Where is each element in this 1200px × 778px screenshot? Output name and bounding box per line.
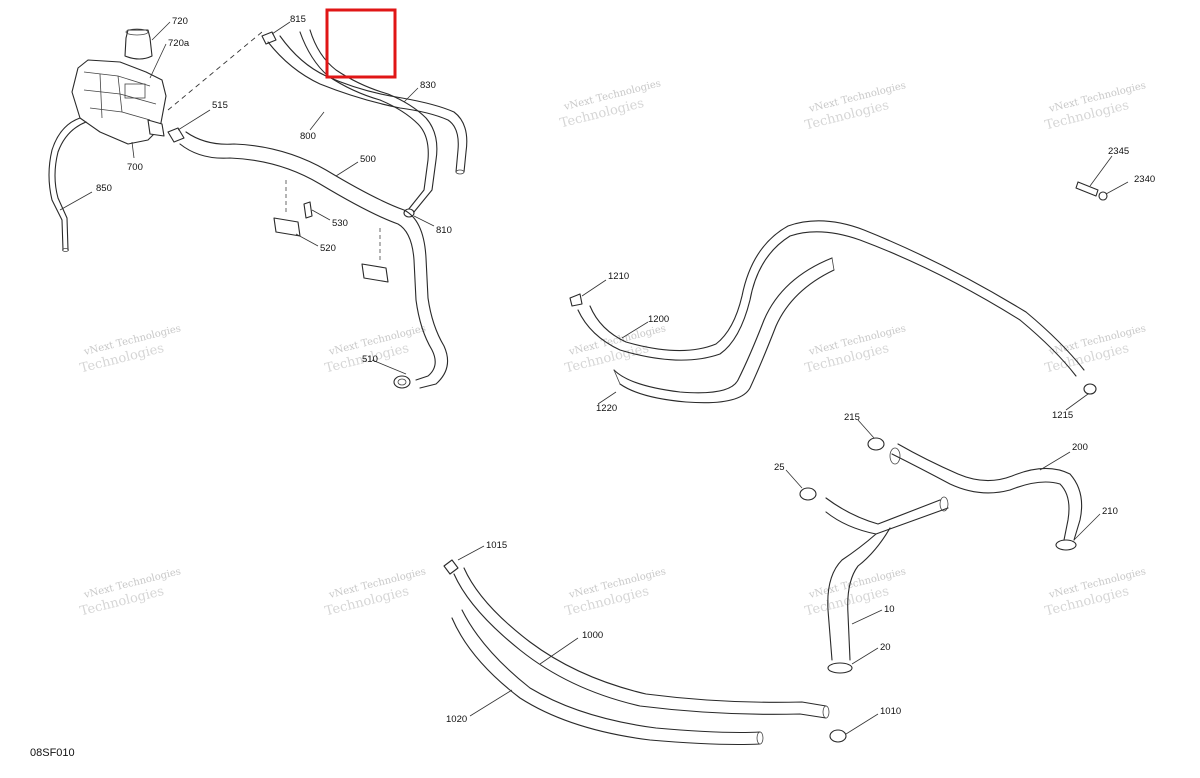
bracket-520[interactable] <box>273 217 301 237</box>
bracket-lower[interactable] <box>361 263 389 283</box>
clamp-1210[interactable] <box>569 293 583 307</box>
callout-830: 830 <box>420 80 436 91</box>
watermark-layer: vNext Technologies Technologies vNext Te… <box>78 78 1147 619</box>
callout-labels: 720 720a 700 850 515 815 830 800 810 500… <box>96 14 1155 725</box>
y-hose-group[interactable] <box>799 437 1083 674</box>
callout-1200: 1200 <box>648 314 669 325</box>
callout-200: 200 <box>1072 442 1088 453</box>
callout-1215: 1215 <box>1052 410 1073 421</box>
callout-515: 515 <box>212 100 228 111</box>
watermark: vNext Technologies Technologies <box>803 566 907 619</box>
reservoir-cap-part[interactable] <box>124 29 153 60</box>
hose-1220-part[interactable] <box>613 257 833 394</box>
watermark: vNext Technologies Technologies <box>563 323 667 376</box>
clamp-215[interactable] <box>867 437 885 451</box>
callout-500: 500 <box>360 154 376 165</box>
callout-1010: 1010 <box>880 706 901 717</box>
callout-510: 510 <box>362 354 378 365</box>
watermark: vNext Technologies Technologies <box>323 566 427 619</box>
figure-id: 08SF010 <box>30 747 75 759</box>
fitting-2345[interactable] <box>1075 181 1099 197</box>
callout-720: 720 <box>172 16 188 27</box>
hose-1020-part[interactable] <box>451 617 761 746</box>
callout-20: 20 <box>880 642 891 653</box>
clamp-510[interactable] <box>393 375 411 389</box>
hose-830-part[interactable] <box>267 41 459 173</box>
hose-1000-part[interactable] <box>453 573 827 719</box>
callout-10: 10 <box>884 604 895 615</box>
callout-530: 530 <box>332 218 348 229</box>
callout-2345: 2345 <box>1108 146 1129 157</box>
hose-500-part[interactable] <box>179 143 436 381</box>
bottom-hose-group[interactable] <box>443 559 847 746</box>
callout-700: 700 <box>127 162 143 173</box>
upper-hose-group[interactable] <box>261 29 468 218</box>
callout-215: 215 <box>844 412 860 423</box>
coolant-reservoir-assembly[interactable] <box>48 28 167 252</box>
callout-720a: 720a <box>168 38 190 49</box>
callout-815: 815 <box>290 14 306 25</box>
callout-2340: 2340 <box>1134 174 1155 185</box>
callout-25: 25 <box>774 462 785 473</box>
hose-800-part[interactable] <box>299 31 429 211</box>
clamp-1015[interactable] <box>443 559 459 575</box>
seal-2340[interactable] <box>1098 191 1108 201</box>
middle-hose-group[interactable] <box>569 220 1097 404</box>
watermark: vNext Technologies Technologies <box>323 323 427 376</box>
callout-1220: 1220 <box>596 403 617 414</box>
callout-850: 850 <box>96 183 112 194</box>
callout-210: 210 <box>1102 506 1118 517</box>
watermark: vNext Technologies Technologies <box>1043 566 1147 619</box>
watermark: vNext Technologies Technologies <box>1043 80 1147 133</box>
hose-1200-part[interactable] <box>577 231 1077 377</box>
highlight-box <box>325 8 397 79</box>
clamp-815[interactable] <box>261 31 277 45</box>
callout-1000: 1000 <box>582 630 603 641</box>
watermark: vNext Technologies Technologies <box>803 323 907 376</box>
overflow-hose-part[interactable] <box>48 117 81 251</box>
callout-1020: 1020 <box>446 714 467 725</box>
watermark: vNext Technologies Technologies <box>78 323 182 376</box>
watermark: vNext Technologies Technologies <box>1043 323 1147 376</box>
clamp-210[interactable] <box>1055 539 1077 551</box>
assembly-dashed-line <box>167 31 263 111</box>
callout-1210: 1210 <box>608 271 629 282</box>
watermark: vNext Technologies Technologies <box>78 566 182 619</box>
watermark: vNext Technologies Technologies <box>563 566 667 619</box>
bolt-530[interactable] <box>303 201 313 219</box>
clamp-25[interactable] <box>799 487 817 501</box>
clamp-1010[interactable] <box>829 729 847 743</box>
hose-10-part[interactable] <box>825 497 949 535</box>
watermark: vNext Technologies Technologies <box>803 80 907 133</box>
clamp-20[interactable] <box>827 662 853 674</box>
watermark: vNext Technologies Technologies <box>558 78 662 131</box>
fitting-2345-group[interactable] <box>1075 181 1108 201</box>
clamp-1215[interactable] <box>1083 383 1097 395</box>
callout-1015: 1015 <box>486 540 507 551</box>
hose-200-part[interactable] <box>891 453 1070 541</box>
callout-810: 810 <box>436 225 452 236</box>
leader-lines <box>59 21 1129 735</box>
callout-800: 800 <box>300 131 316 142</box>
callout-520: 520 <box>320 243 336 254</box>
fitting-515[interactable] <box>167 127 185 143</box>
